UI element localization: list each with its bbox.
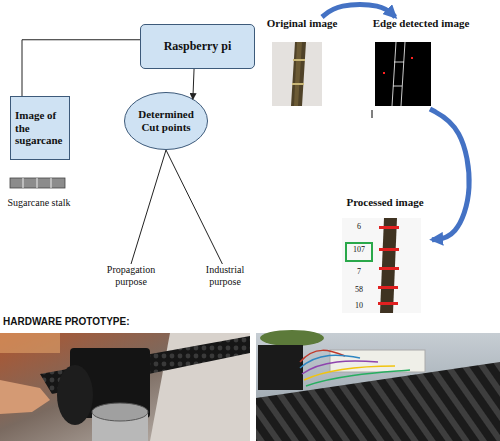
input-box: Image of the sugarcane: [10, 96, 70, 160]
node-text: Original image: [267, 17, 338, 29]
cane-node: [293, 59, 305, 61]
edge-outline: [394, 62, 404, 63]
process-ellipse: Determined Cut points: [124, 92, 208, 150]
output-node: Industrial purpose: [199, 264, 251, 292]
hardware-photo: [0, 333, 250, 441]
edge-dot: [383, 72, 385, 74]
image-panel: Processed image: [338, 196, 432, 314]
callout-number: 7: [346, 268, 372, 277]
highlight-box: [346, 243, 372, 261]
output-node: Propagation purpose: [96, 264, 166, 292]
edge-image-background: [375, 42, 431, 106]
cut-mark: [378, 286, 398, 289]
connector: [193, 69, 194, 99]
cut-mark: [378, 302, 398, 305]
image-panel: Edge detected image: [365, 17, 477, 109]
belt-roller: [57, 365, 93, 425]
node-text: Industrial purpose: [199, 264, 251, 287]
callout-number: 58: [346, 286, 372, 295]
photo-background: [342, 218, 421, 313]
callout-number: 6: [346, 223, 372, 232]
stalk-node: [37, 178, 38, 188]
node-text: Raspberry pi: [164, 40, 232, 54]
photo-background: [272, 42, 322, 106]
sugarcane-photo: [291, 42, 306, 106]
connector: [166, 150, 222, 264]
connector: [430, 109, 469, 240]
image-panel: Original image: [262, 17, 342, 109]
sugarcane-stalk: [10, 178, 65, 188]
hand: [0, 380, 50, 414]
connector: [322, 5, 395, 17]
edge-outline: [401, 42, 405, 106]
callout-number: 10: [346, 302, 372, 311]
callout-number: 107: [346, 246, 372, 255]
sugarcane-photo: [380, 218, 397, 313]
stalk-node: [23, 178, 24, 188]
conveyor-belt: [256, 362, 500, 441]
cut-mark: [379, 248, 399, 251]
stalk-node: [51, 178, 52, 188]
connector: [131, 150, 166, 264]
part-label: Sugarcane stalk: [0, 197, 78, 208]
node-text: Determined Cut points: [135, 108, 197, 133]
tick-mark: [372, 110, 373, 118]
cut-mark: [379, 226, 399, 229]
cane-node: [292, 83, 304, 85]
edge-outline: [393, 86, 402, 87]
ellipse-shape: [125, 93, 208, 150]
plant: [260, 330, 324, 346]
node-text: Image of the sugarcane: [15, 109, 65, 147]
edge-dot: [411, 57, 413, 59]
node-text: Edge detected image: [373, 17, 470, 29]
hardware-photo: [256, 333, 500, 441]
connector: [22, 40, 140, 96]
edge-outline: [392, 42, 396, 106]
motor-top: [92, 403, 148, 421]
node-text: Processed image: [346, 196, 423, 208]
motor-housing: [258, 345, 303, 390]
node-text: Propagation purpose: [96, 264, 166, 287]
section-heading: HARDWARE PROTOTYPE:: [3, 316, 243, 327]
cut-mark: [379, 267, 399, 270]
sugarcane-highlight: [294, 42, 302, 106]
controller-box: Raspberry pi: [140, 24, 255, 69]
photo-light: [0, 333, 60, 353]
